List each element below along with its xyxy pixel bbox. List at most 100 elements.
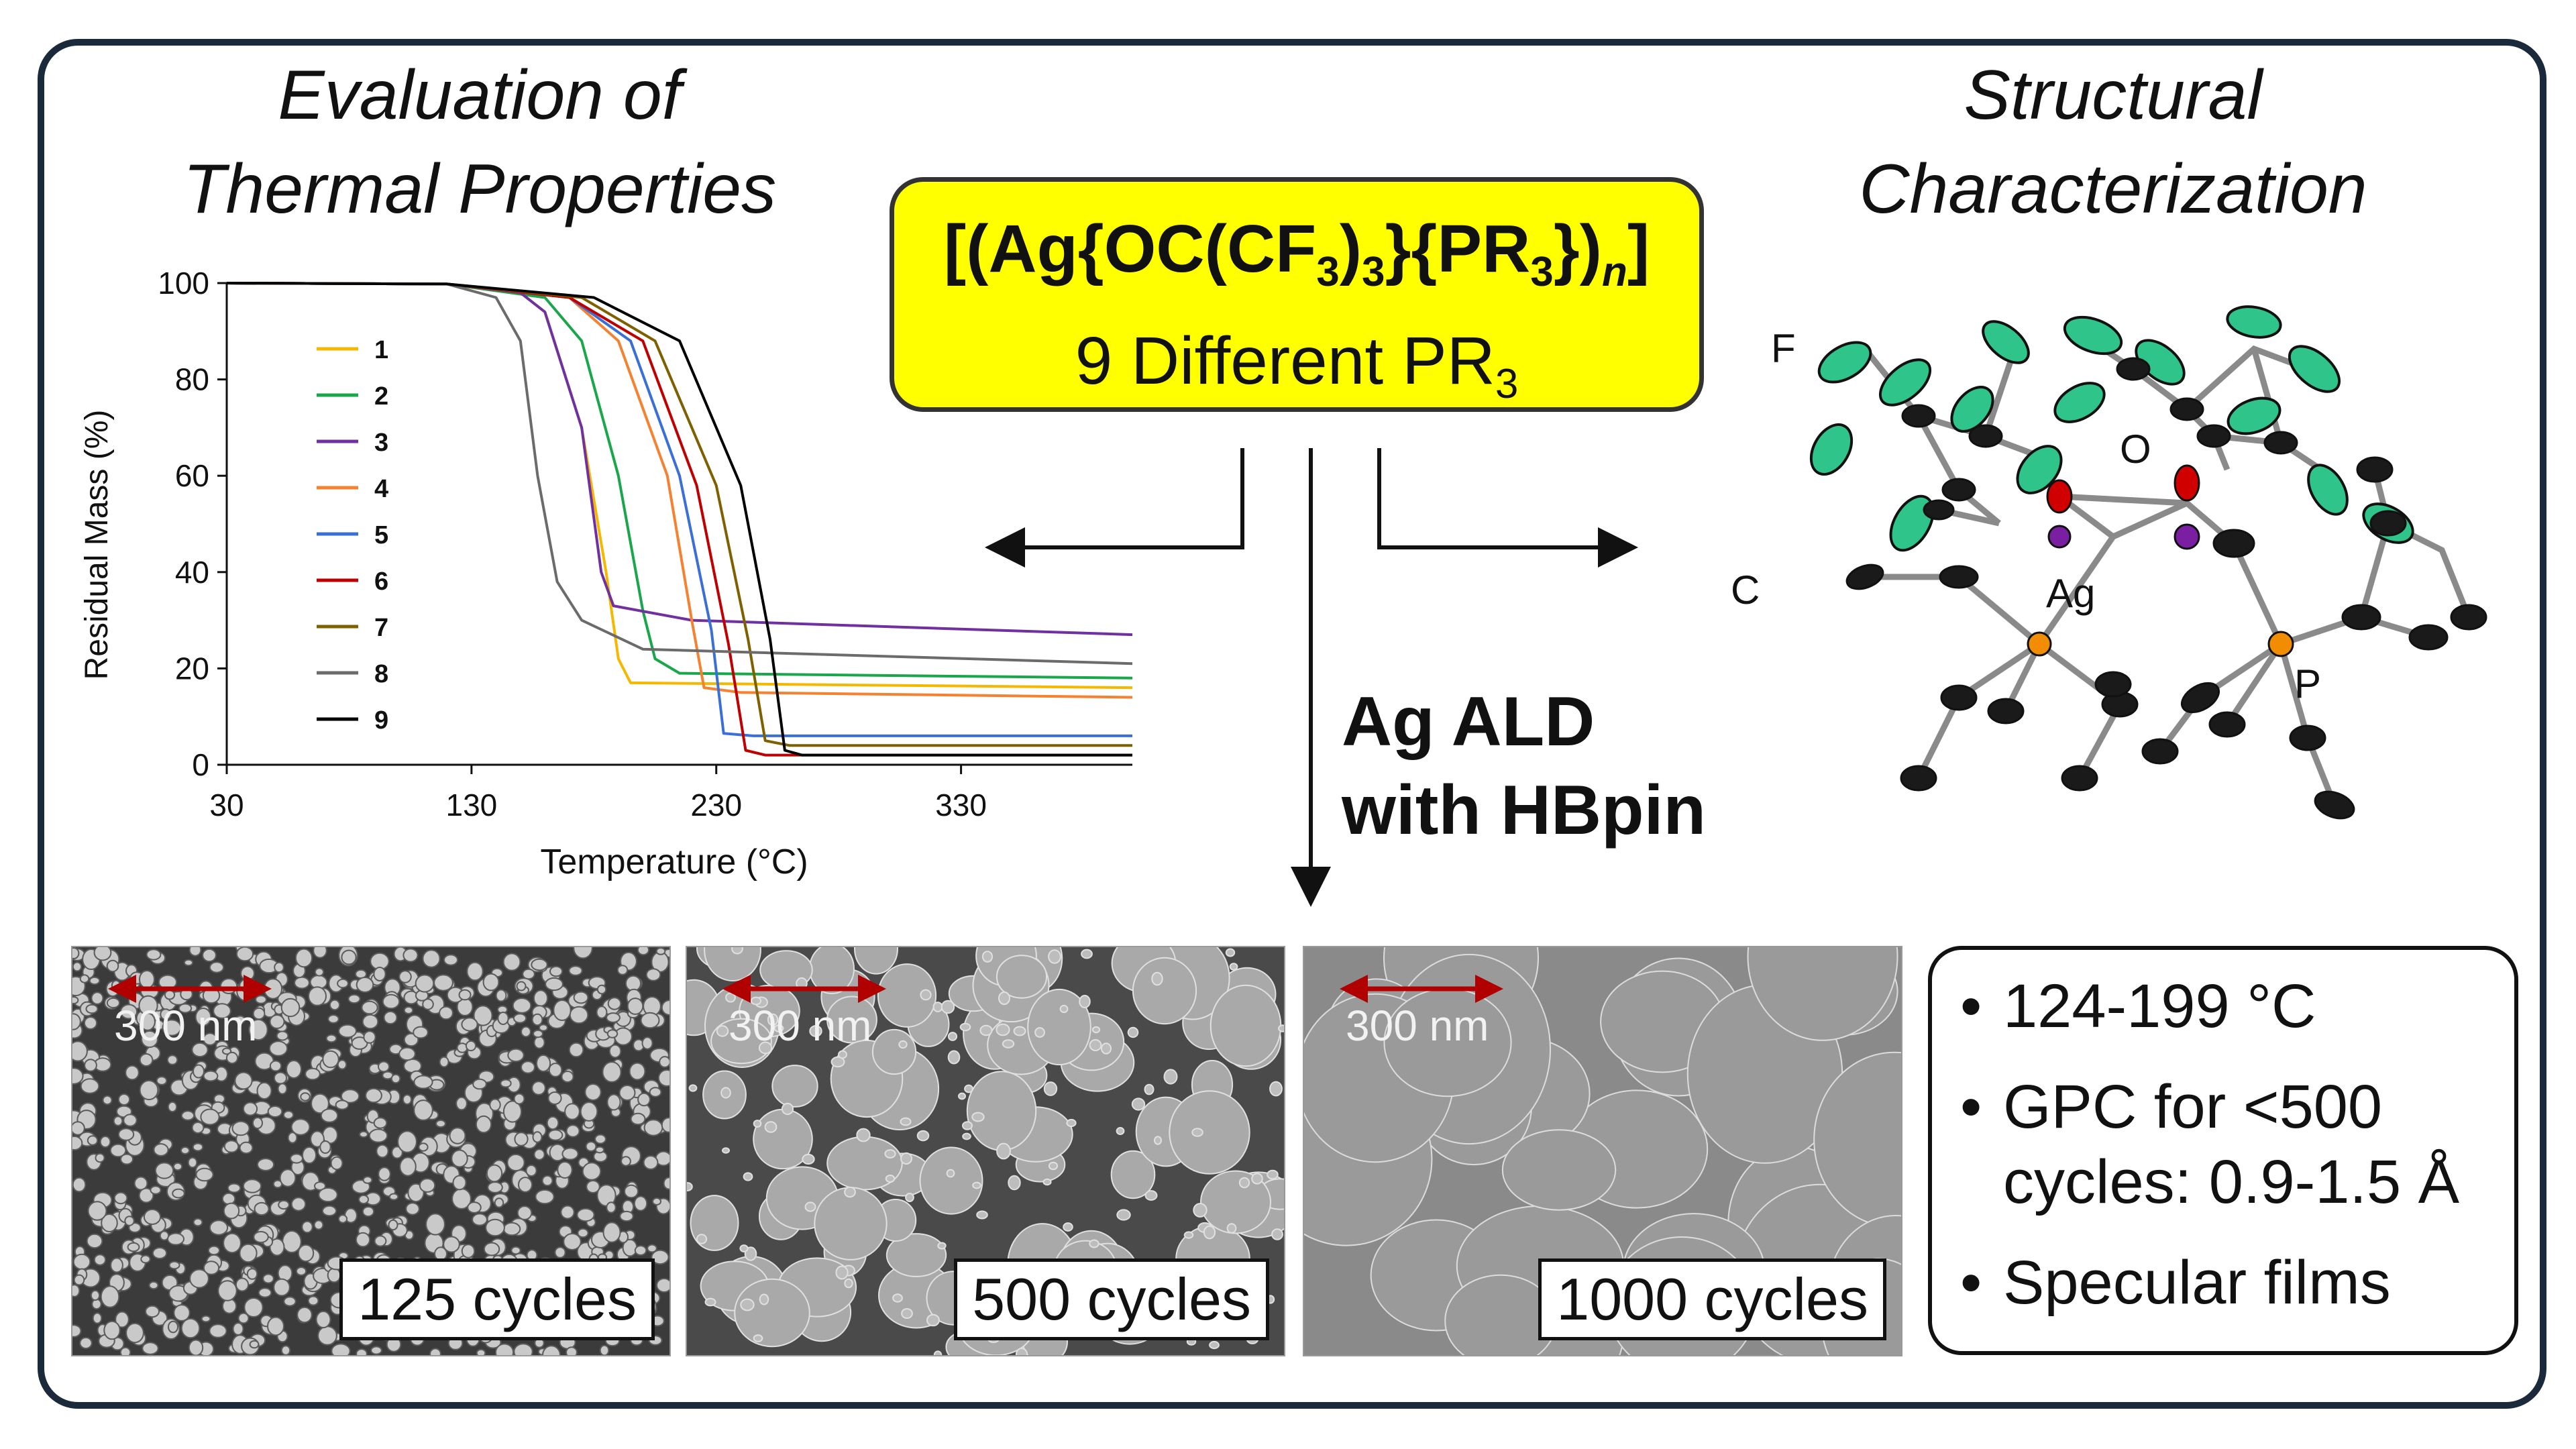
sem-grain [513, 1013, 527, 1024]
sem-grain [397, 1130, 417, 1153]
sem-grain [253, 1231, 269, 1243]
sem-grain [753, 1120, 762, 1128]
sem-grain [452, 1175, 467, 1191]
crystal-structure: F O C Ag P [1731, 305, 2487, 820]
sem-grain [507, 1048, 525, 1063]
sem-grain [72, 1177, 87, 1193]
sem-grain [585, 1141, 597, 1152]
sem-grain [209, 1324, 227, 1338]
sem-grain [117, 1128, 135, 1141]
sem-grain [919, 1146, 983, 1215]
sem-grain [242, 1179, 262, 1193]
sem-grain [413, 1026, 429, 1039]
x-axis-label: Temperature (°C) [540, 843, 808, 881]
sem-grain [290, 1197, 307, 1212]
scale-label: 300 nm [1346, 1002, 1489, 1050]
sem-grain [522, 968, 535, 980]
sem-grain [885, 1233, 947, 1277]
sem-grain [307, 1295, 319, 1306]
sem-grain [235, 947, 254, 962]
sem-grain [180, 1146, 191, 1155]
sem-grain [203, 1032, 217, 1046]
sem-grain [606, 1029, 619, 1038]
sem-grain [301, 1220, 313, 1234]
sem-grain [80, 1078, 100, 1094]
sem-grain [269, 1014, 285, 1029]
sem-grain [117, 1093, 131, 1106]
sem-grain [180, 1318, 201, 1339]
sem-grain [355, 1232, 371, 1248]
sem-grain [489, 1098, 501, 1112]
legend-label-9: 9 [374, 706, 388, 735]
sem-grain [1101, 1042, 1112, 1055]
sem-grain [547, 1091, 562, 1105]
sem-grain [573, 991, 589, 1004]
sem-grain [743, 1172, 753, 1181]
sem-grain [248, 1018, 268, 1041]
sem-grain [494, 1343, 515, 1355]
sem-grain [125, 1322, 144, 1344]
sem-grain [178, 1003, 193, 1014]
sem-grain [962, 1121, 973, 1130]
sem-grain [388, 1193, 399, 1201]
sem-grain [227, 1183, 241, 1193]
sem-grain [753, 1334, 763, 1342]
sem-grain [308, 986, 327, 1006]
formula-sub: 3 [1530, 249, 1554, 295]
sem-grain [1210, 984, 1282, 1067]
sem-grain [547, 1129, 564, 1141]
sem-grain [347, 994, 361, 1004]
sem-grain [602, 1222, 621, 1243]
sem-grain [739, 1244, 749, 1252]
sem-grain [651, 1249, 669, 1265]
sem-grain [640, 1012, 660, 1029]
sem-grain [172, 1188, 185, 1199]
sem-grain [221, 1192, 236, 1205]
oxygen-atoms [2046, 464, 2200, 514]
sem-grain [535, 1054, 551, 1073]
y-tick-label: 60 [175, 458, 209, 493]
sem-grain [84, 1059, 97, 1072]
phosphorus-atoms [2027, 631, 2294, 657]
sem-grain [487, 1181, 503, 1193]
sem-grain [269, 1060, 282, 1072]
sem-grain [533, 1036, 545, 1049]
sem-grain [1226, 1223, 1237, 1234]
sem-grain [249, 1340, 260, 1349]
sem-grain [629, 1062, 646, 1081]
sem-grain [89, 976, 101, 985]
y-tick-label: 0 [192, 747, 209, 782]
sem-grain [586, 1180, 600, 1193]
sem-grain [100, 1285, 120, 1308]
sem-grain [455, 1096, 468, 1111]
sem-grain [330, 1156, 343, 1171]
sem-grain [368, 1128, 388, 1143]
sem-grain [235, 1277, 250, 1292]
sem-grain [518, 1177, 533, 1193]
sem-grain [268, 1040, 288, 1057]
bullet-gpc: GPC for <500 cycles: 0.9-1.5 Å [1955, 1069, 2491, 1220]
sem-grain [582, 1162, 602, 1181]
sem-grain [413, 1075, 433, 1089]
sem-grain [139, 970, 155, 989]
sem-grain [964, 1084, 973, 1093]
sem-grain [314, 1181, 326, 1191]
sem-grain [1089, 1239, 1099, 1248]
sem-grain [378, 1167, 391, 1181]
sem-grain [314, 967, 325, 977]
sem-grain [502, 1100, 523, 1123]
sem-grain [946, 1169, 955, 1178]
sem-grain [191, 1122, 205, 1134]
sem-grain [596, 984, 607, 995]
sem-grain [113, 1191, 128, 1205]
sem-grain [606, 1012, 621, 1023]
sem-grain [637, 947, 650, 956]
sem-grain [280, 998, 301, 1018]
sem-grain [773, 1024, 784, 1032]
formula-part: ) [1339, 211, 1362, 286]
sem-grain [320, 1108, 339, 1123]
sem-grain [472, 1078, 487, 1090]
sem-grain [1043, 1081, 1058, 1096]
sem-grain [113, 1116, 123, 1126]
carbon-atoms [1845, 357, 2487, 820]
